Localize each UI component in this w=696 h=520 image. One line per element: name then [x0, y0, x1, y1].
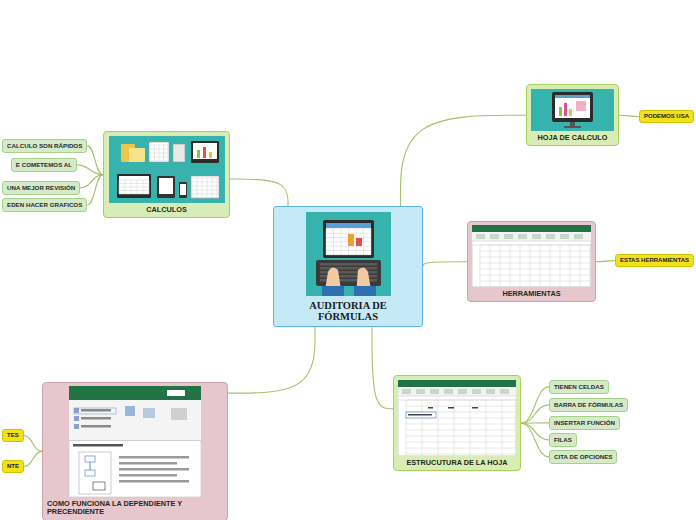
- branch-line: [423, 262, 467, 267]
- topic-box: HOJA DE CALCULO: [526, 84, 619, 146]
- node-label: PODEMOS USA: [644, 113, 689, 120]
- topic-box: COMO FUNCIONA LA DEPENDIENTE Y PRECENDIE…: [42, 382, 228, 520]
- central-topic: AUDITORIA DE FÓRMULAS: [273, 206, 423, 327]
- node-label: HERRAMIENTAS: [472, 290, 591, 298]
- branch-line: [24, 451, 42, 466]
- illustration: [531, 89, 614, 131]
- topic-box: CALCULOS: [103, 131, 230, 218]
- branch-line: [24, 436, 42, 452]
- node-label: ESTAS HERRAMIENTAS: [620, 257, 689, 264]
- illustration: [472, 225, 591, 287]
- branch-line: [521, 423, 549, 457]
- branch-line: [230, 179, 288, 206]
- node-label: UNA MEJOR REVISIÓN: [7, 184, 75, 192]
- branch-line: [596, 261, 615, 262]
- node-label: EDEN HACER GRAFICOS: [7, 201, 82, 209]
- node-label: FILAS: [554, 436, 572, 444]
- illustration: [398, 380, 516, 456]
- subtopic-tag: NTE: [2, 460, 24, 473]
- node-label: CALCULOS: [108, 206, 225, 214]
- subtopic-pill: INSERTAR FUNCIÓN: [549, 416, 620, 430]
- node-label: INSERTAR FUNCIÓN: [554, 419, 615, 427]
- branch-line: [77, 165, 103, 175]
- node-label: BARRA DE FÓRMULAS: [554, 401, 623, 409]
- topic-box: HERRAMIENTAS: [467, 221, 596, 302]
- branch-line: [228, 327, 315, 393]
- node-label: TIENEN CELDAS: [554, 383, 604, 391]
- illustration: [109, 136, 225, 203]
- subtopic-tag: PODEMOS USA: [639, 110, 694, 123]
- branch-line: [401, 115, 527, 206]
- node-label: E COMETEMOS AL: [16, 161, 72, 169]
- illustration: [306, 212, 391, 296]
- subtopic-pill: CALCULO SON RÁPIDOS: [2, 139, 87, 153]
- subtopic-pill: TIENEN CELDAS: [549, 380, 609, 394]
- branch-line: [87, 175, 103, 205]
- branch-line: [521, 387, 549, 423]
- node-label: CITA DE OPCIONES: [554, 453, 612, 461]
- subtopic-pill: UNA MEJOR REVISIÓN: [2, 181, 80, 195]
- subtopic-pill: E COMETEMOS AL: [11, 158, 77, 172]
- node-label: NTE: [7, 463, 19, 470]
- node-label: COMO FUNCIONA LA DEPENDIENTE Y PRECENDIE…: [47, 500, 223, 517]
- node-label: ESTRUCUTURA DE LA HOJA: [398, 459, 516, 467]
- illustration: [69, 386, 201, 497]
- branch-line: [619, 115, 639, 116]
- node-label: HOJA DE CALCULO: [531, 134, 614, 142]
- node-label: TES: [7, 432, 19, 439]
- branch-line: [521, 405, 549, 423]
- subtopic-tag: TES: [2, 429, 24, 442]
- subtopic-pill: CITA DE OPCIONES: [549, 450, 617, 464]
- subtopic-tag: ESTAS HERRAMIENTAS: [615, 254, 694, 267]
- subtopic-pill: FILAS: [549, 433, 577, 447]
- subtopic-pill: BARRA DE FÓRMULAS: [549, 398, 628, 412]
- branch-line: [87, 146, 103, 175]
- branch-line: [521, 423, 549, 440]
- node-label: CALCULO SON RÁPIDOS: [7, 142, 82, 150]
- branch-line: [372, 327, 393, 409]
- subtopic-pill: EDEN HACER GRAFICOS: [2, 198, 87, 212]
- node-label: AUDITORIA DE FÓRMULAS: [278, 300, 418, 322]
- topic-box: ESTRUCUTURA DE LA HOJA: [393, 375, 521, 471]
